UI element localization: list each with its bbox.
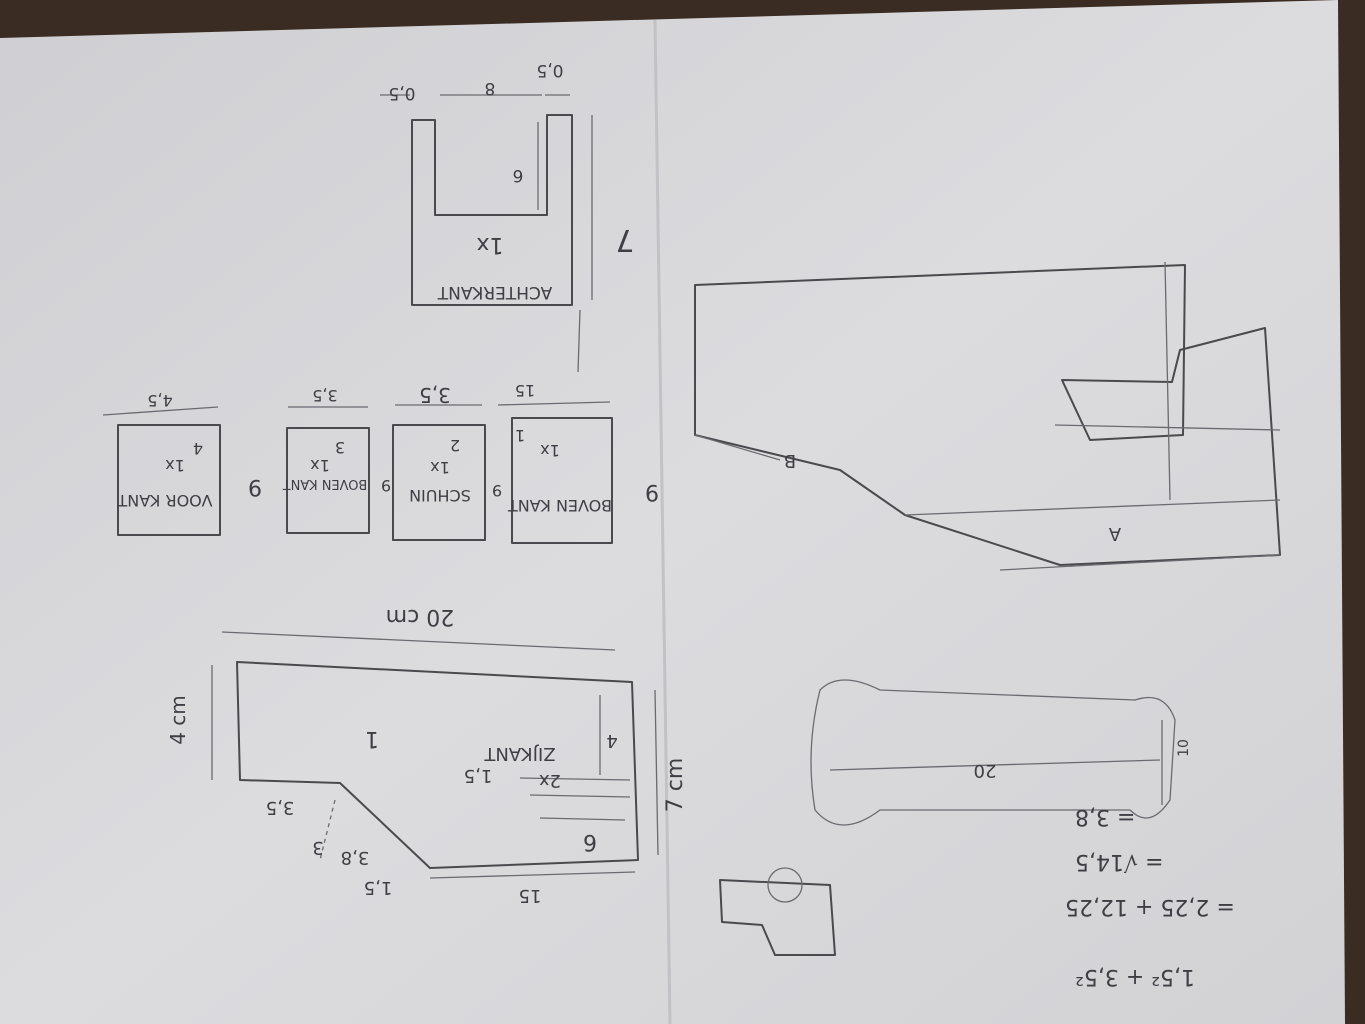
piece-4-number: 4 bbox=[193, 439, 203, 458]
calculation: 1,5² + 3,5² = 2,25 + 12,25 = √14,5 = 3,8 bbox=[1065, 804, 1235, 989]
pieces: BOVEN KANT 1x 1 9 15 SCHUIN 1x 2 9 3,5 B… bbox=[102, 381, 659, 544]
achterkant-drawing: ACHTERKANT 1x 0,5 8 0,5 6 7 bbox=[380, 60, 635, 373]
dim-right: 0,5 bbox=[388, 83, 415, 103]
piece-1-name: BOVEN KANT bbox=[508, 496, 612, 515]
piece-4-width: 4,5 bbox=[147, 391, 172, 410]
piece-1-width: 15 bbox=[515, 381, 535, 400]
achterkant-label: ACHTERKANT bbox=[437, 282, 552, 302]
piece-3-height: 9 bbox=[381, 476, 391, 495]
calc-line-1: 1,5² + 3,5² bbox=[1075, 964, 1195, 989]
achterkant-count: 1x bbox=[476, 232, 503, 257]
zijkant-drawing: ZIJKANT 1 20 cm 7 cm 4 cm 4 2x 1,5 6 15 … bbox=[166, 604, 688, 906]
slot-gap-dim: 1,5 bbox=[464, 765, 493, 786]
piece-1-count: 1x bbox=[540, 441, 560, 460]
piece-4-count: 1x bbox=[165, 456, 185, 475]
calc-line-3: = √14,5 bbox=[1075, 849, 1163, 874]
calc-line-4: = 3,8 bbox=[1075, 804, 1135, 829]
piece-2-count: 1x bbox=[430, 458, 450, 477]
zijkant-count: 1 bbox=[365, 726, 379, 751]
d6-dim: 6 bbox=[583, 829, 597, 854]
top-length: 20 bbox=[974, 760, 997, 781]
piece-2-height: 9 bbox=[492, 481, 502, 500]
dim-mid: 8 bbox=[485, 78, 496, 98]
piece-3-count: 1x bbox=[310, 456, 330, 475]
dim-left: 0,5 bbox=[536, 60, 563, 80]
calc-line-2: = 2,25 + 12,25 bbox=[1065, 894, 1235, 919]
piece-4-name: VOOR KANT bbox=[117, 491, 212, 510]
height-dim: 7 cm bbox=[663, 758, 688, 813]
piece-4-height: 9 bbox=[248, 474, 262, 499]
piece-2-name: SCHUIN bbox=[409, 486, 471, 505]
top-width: 10 bbox=[1176, 739, 1192, 757]
piece-1-number: 1 bbox=[515, 426, 525, 445]
label-b: B bbox=[784, 450, 796, 471]
piece-2-width: 3,5 bbox=[419, 383, 451, 407]
length-dim: 20 cm bbox=[386, 604, 455, 629]
piece-3-name: BOVEN KANT bbox=[283, 476, 368, 491]
d15b-dim: 1,5 bbox=[364, 877, 393, 898]
slot2-dim: 2x bbox=[539, 770, 561, 791]
dim-slot: 6 bbox=[513, 165, 524, 185]
perspective-drawing: A B bbox=[694, 261, 1281, 571]
d35-dim: 3,5 bbox=[266, 797, 295, 818]
piece-3-number: 3 bbox=[335, 438, 345, 457]
top-view-drawing: 20 10 bbox=[719, 679, 1192, 956]
d15-dim: 15 bbox=[519, 885, 542, 906]
paper-fold bbox=[653, 19, 672, 1024]
piece-1-height: 9 bbox=[645, 479, 659, 504]
height-left-dim: 4 cm bbox=[166, 695, 190, 745]
diag-dim: 3,8 bbox=[341, 847, 370, 868]
slot1-dim: 4 bbox=[606, 730, 617, 751]
d3-dim: 3 bbox=[312, 837, 323, 858]
zijkant-label: ZIJKANT bbox=[483, 743, 555, 764]
piece-2-number: 2 bbox=[450, 436, 460, 455]
label-a: A bbox=[1108, 523, 1121, 544]
piece-3-width: 3,5 bbox=[312, 386, 337, 405]
dim-height: 7 bbox=[615, 222, 634, 257]
